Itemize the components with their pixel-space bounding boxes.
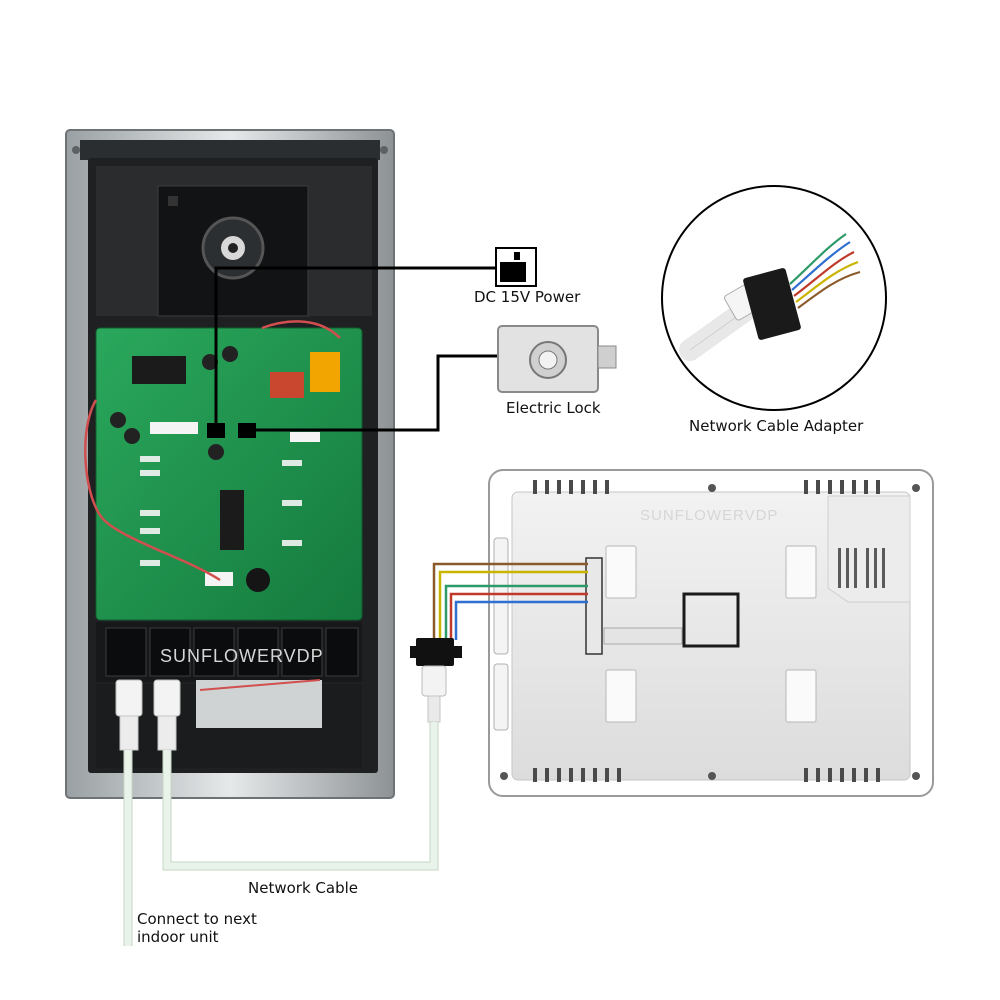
- outdoor-unit: SUNFLOWERVDP: [65, 129, 395, 799]
- electric-lock-label: Electric Lock: [506, 399, 601, 417]
- monitor-wires: [432, 562, 588, 640]
- power-terminal: [207, 423, 225, 438]
- rj45-adapter-icon: [661, 185, 887, 411]
- lock-wire: [256, 354, 498, 432]
- connect-next-label-line2: indoor unit: [137, 928, 219, 946]
- power-wire: [214, 266, 498, 423]
- network-cables: [124, 722, 438, 946]
- outdoor-pcb: [95, 327, 363, 621]
- indoor-monitor: SUNFLOWERVDP: [488, 469, 934, 797]
- network-cable-label: Network Cable: [248, 879, 358, 897]
- power-adapter-icon: [495, 247, 537, 287]
- network-cable-adapter-label: Network Cable Adapter: [689, 417, 864, 435]
- dc-power-label: DC 15V Power: [474, 288, 581, 306]
- outdoor-brand-watermark: SUNFLOWERVDP: [160, 646, 324, 666]
- electric-lock-icon: [497, 325, 617, 393]
- connect-next-label-line1: Connect to next: [137, 910, 257, 928]
- monitor-brand-watermark: SUNFLOWERVDP: [640, 507, 778, 524]
- inline-adapter: [410, 638, 462, 723]
- lock-terminal: [238, 423, 256, 438]
